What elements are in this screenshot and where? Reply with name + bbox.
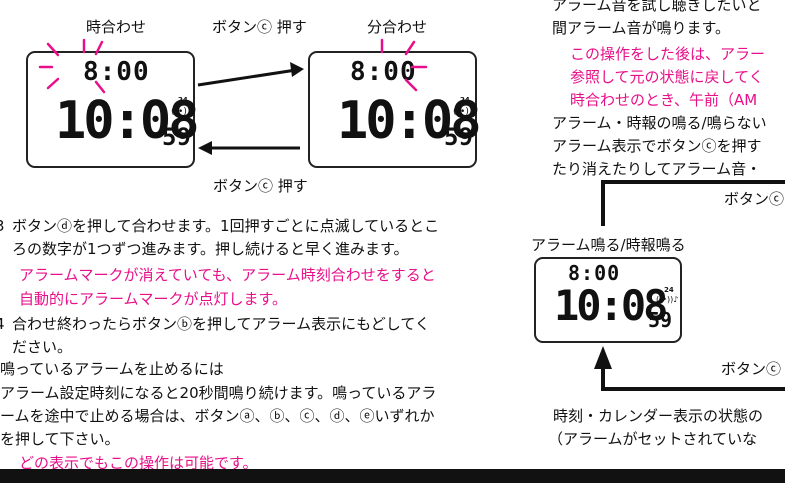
lcd-seconds: 59 — [162, 123, 191, 151]
lcd-main-time: 10:08 — [337, 91, 482, 151]
lcd-seconds: 59 — [444, 123, 473, 151]
flow-alarm-on-label: アラーム鳴る/時報鳴る — [531, 236, 686, 254]
alarm-bell-icon: ((•))♪ — [453, 107, 479, 117]
right-pink-2: 参照して元の状態に戻してく — [570, 68, 764, 86]
step-3-note-1: アラームマークが消えていても、アラーム時刻合わせをすると — [19, 266, 436, 284]
lcd-top-time: 8:00 — [83, 57, 150, 87]
right-line-4: アラーム表示でボタンⓒを押す — [552, 137, 762, 155]
label-button-c-press-top: ボタンⓒ 押す — [212, 18, 307, 36]
flow-caption-1: 時刻・カレンダー表示の状態の — [553, 407, 764, 425]
right-line-1: アラーム音を試し聴きしたいと — [552, 0, 762, 14]
flow-caption-2: （アラームがセットされていな — [548, 430, 758, 448]
lcd-24-tag: 24 — [664, 286, 674, 294]
step-3-marker: 3 — [0, 215, 5, 237]
step-4-line-2: ださい。 — [12, 338, 73, 356]
label-hour-set: 時合わせ — [86, 18, 147, 36]
lcd-display-left: 8:00 10:08 24 ((•))♪ 59 — [26, 51, 200, 168]
lcd-24-tag: 24 — [178, 96, 188, 104]
right-line-5: たり消えたりしてアラーム音・ — [552, 160, 762, 178]
label-button-c-press-bottom: ボタンⓒ 押す — [213, 177, 308, 195]
stop-alarm-heading: 鳴っているアラームを止めるには — [0, 360, 224, 378]
lcd-top-time: 8:00 — [568, 261, 621, 285]
step-4-line-1: 合わせ終わったらボタンⓑを押してアラーム表示にもどしてく — [12, 315, 430, 333]
lcd-main-time: 10:08 — [55, 91, 200, 151]
lcd-24-tag: 24 — [460, 96, 470, 104]
right-line-3: アラーム・時報の鳴る/鳴らない — [552, 114, 767, 132]
step-3-note-2: 自動的にアラームマークが点灯します。 — [19, 290, 288, 308]
alarm-bell-icon: ((•))♪ — [171, 107, 197, 117]
lcd-top-time: 8:00 — [350, 57, 417, 87]
right-pink-3: 時合わせのとき、午前（AM — [570, 91, 758, 109]
stop-alarm-line-1: アラーム設定時刻になると20秒間鳴り続けます。鳴っているアラ — [0, 384, 437, 402]
stop-alarm-note: どの表示でもこの操作は可能です。 — [19, 454, 258, 472]
flow-button-bottom-label: ボタンⓒ — [721, 360, 782, 378]
flash-rays-icon — [38, 38, 106, 94]
lcd-main-time: 10:08 — [554, 281, 668, 330]
stop-alarm-line-3: を押して下さい。 — [0, 430, 120, 448]
right-line-2: 間アラーム音が鳴ります。 — [552, 19, 731, 37]
flow-button-top-label: ボタンⓒ — [724, 190, 785, 208]
bottom-divider-bar — [0, 469, 785, 483]
step-4-marker: 4 — [0, 313, 5, 335]
right-pink-1: この操作をした後は、アラー — [570, 45, 766, 63]
lcd-seconds: 59 — [648, 308, 673, 332]
lcd-display-right: 8:00 10:08 24 ((•))♪ 59 — [308, 51, 482, 168]
step-3-line-2: ろの数字が1つずつ進みます。押し続けると早く進みます。 — [12, 240, 409, 258]
alarm-bell-icon: ((•))♪ — [656, 295, 679, 304]
flash-rays-icon — [380, 38, 428, 92]
step-3-line-1: ボタンⓓを押して合わせます。1回押すごとに点滅しているとこ — [12, 217, 440, 235]
label-minute-set: 分合わせ — [367, 18, 428, 36]
stop-alarm-line-2: ームを途中で止める場合は、ボタンⓐ、ⓑ、ⓒ、ⓓ、ⓔいずれか — [0, 407, 435, 425]
lcd-display-small: 8:00 10:08 24 ((•))♪ 59 — [534, 257, 682, 343]
